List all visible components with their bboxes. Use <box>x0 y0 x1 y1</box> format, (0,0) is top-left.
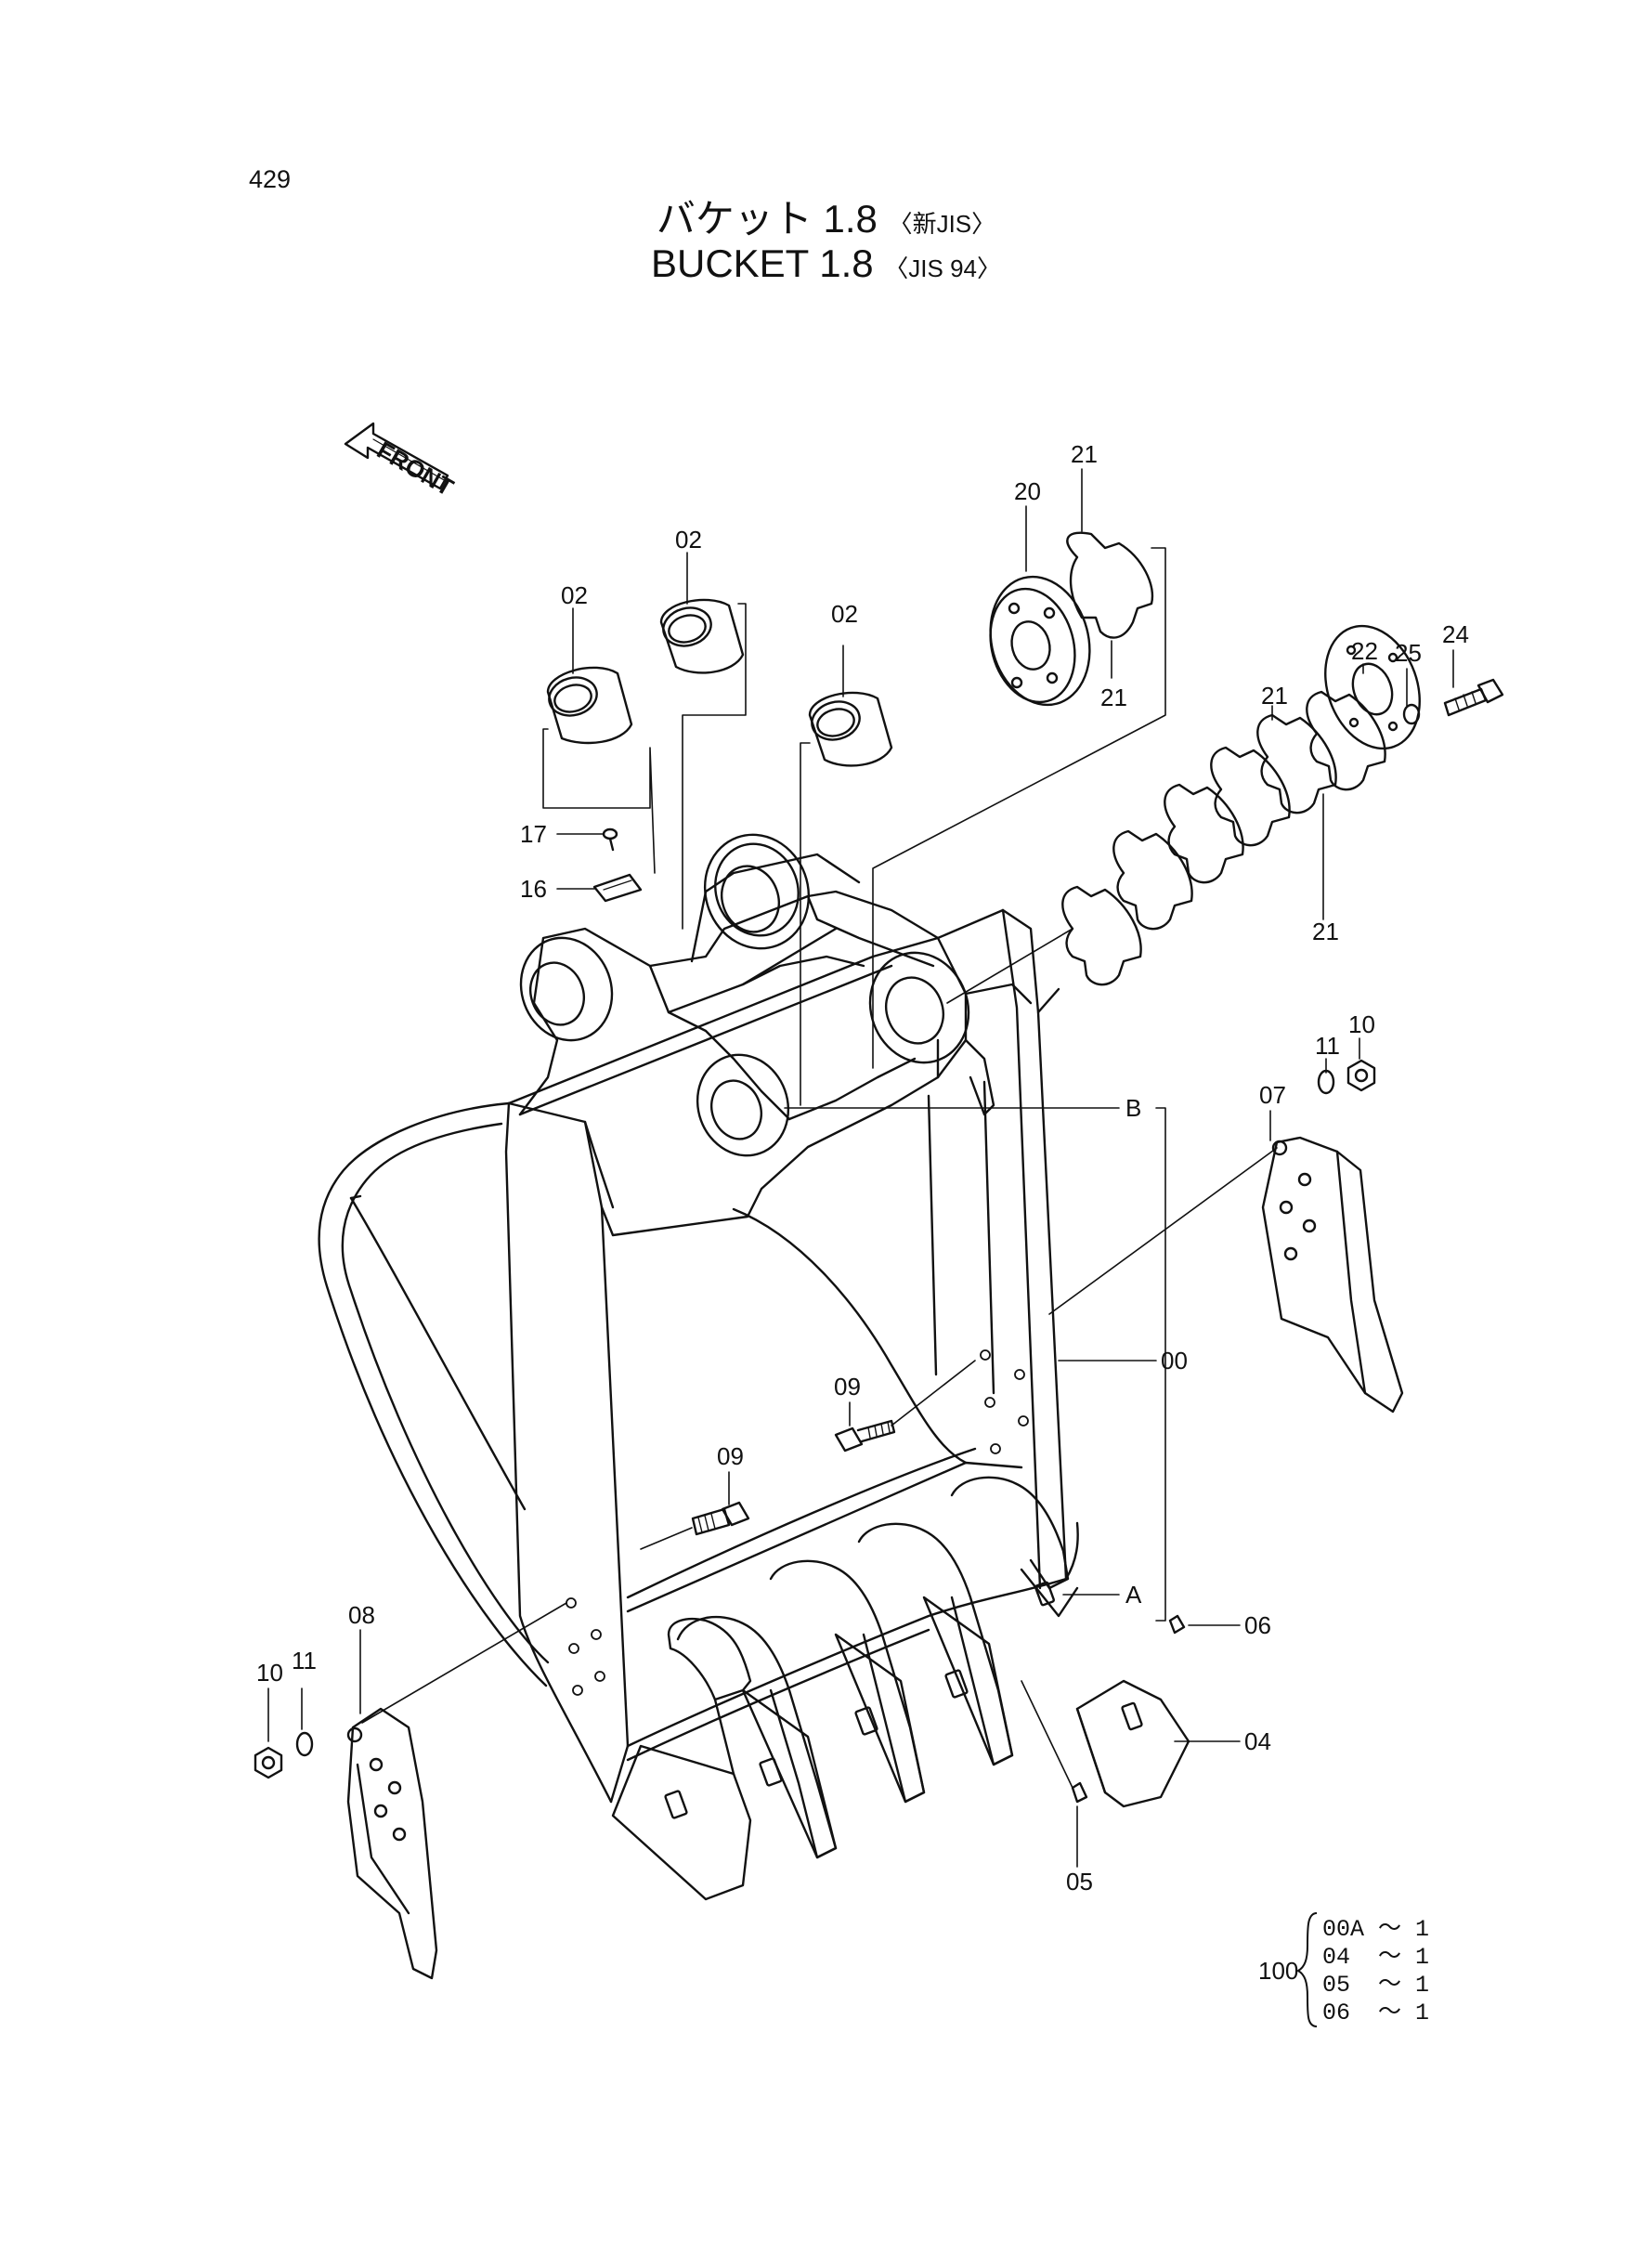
callout-16: 16 <box>520 875 547 903</box>
callout-02-right: 02 <box>831 600 858 628</box>
callout-04: 04 <box>1244 1727 1271 1755</box>
title-japanese: バケット 1.8 〈新JIS〉 <box>0 188 1652 244</box>
shim-21-stack <box>1061 690 1386 986</box>
bucket-teeth <box>611 1476 1079 1901</box>
callout-09-lower: 09 <box>717 1442 744 1470</box>
bushing-02-left <box>546 666 633 745</box>
tooth-point-exploded <box>1071 1614 1190 1808</box>
callout-07: 07 <box>1259 1081 1286 1109</box>
kit-note: 100 00A ～ 1 04 ～ 1 05 ～ 1 06 ～ 1 <box>1258 1912 1429 2027</box>
callout-21-stack-top: 21 <box>1261 682 1288 710</box>
bushing-02-right <box>808 691 893 767</box>
pin-boss-front <box>696 1053 790 1157</box>
leader-lines <box>267 468 1454 1868</box>
tooth-3 <box>769 1559 926 1804</box>
title-english-standard: 〈JIS 94〉 <box>884 254 1002 282</box>
kit-item-4: 06 ～ 1 <box>1322 2000 1429 2026</box>
callout-22: 22 <box>1351 637 1378 665</box>
callout-02-middle: 02 <box>675 526 702 554</box>
nut-left <box>254 1746 283 1779</box>
side-plate-holes <box>566 1349 1029 1696</box>
shim-21-top <box>1066 531 1154 639</box>
callout-11-left: 11 <box>292 1647 317 1674</box>
washer-right <box>1317 1069 1335 1095</box>
callout-05: 05 <box>1066 1868 1093 1896</box>
screw-17 <box>602 827 618 852</box>
title-japanese-text: バケット 1.8 <box>656 197 878 241</box>
kit-item-3: 05 ～ 1 <box>1322 1972 1429 1999</box>
callout-21-mid: 21 <box>1100 684 1127 711</box>
callout-00: 00 <box>1161 1347 1188 1375</box>
bucket-bracket <box>518 853 1033 1237</box>
callout-06: 06 <box>1244 1611 1271 1639</box>
tooth-5 <box>950 1476 1079 1618</box>
nut-right <box>1346 1059 1376 1092</box>
kit-item-2: 04 ～ 1 <box>1322 1944 1429 1971</box>
title-english: BUCKET 1.8 〈JIS 94〉 <box>0 241 1652 286</box>
bolt-24 <box>1443 678 1504 717</box>
callout-02-left: 02 <box>561 581 588 609</box>
callout-10-right: 10 <box>1348 1010 1375 1038</box>
callout-20: 20 <box>1014 477 1041 505</box>
boss-cap-20 <box>989 575 1091 707</box>
pin-boss-left <box>519 936 614 1042</box>
callout-A: A <box>1125 1581 1142 1609</box>
kit-item-1: 00A ～ 1 <box>1322 1916 1429 1943</box>
callout-11-right: 11 <box>1315 1032 1340 1060</box>
callout-21-stack-bottom: 21 <box>1312 918 1339 945</box>
bolt-09-lower <box>691 1501 750 1536</box>
kit-number: 100 <box>1258 1957 1298 1985</box>
washer-25 <box>1402 703 1421 725</box>
page-number: 429 <box>249 165 292 193</box>
callout-08: 08 <box>348 1601 375 1629</box>
tooth-4 <box>857 1522 1014 1766</box>
tooth-1 <box>611 1617 752 1901</box>
callout-B: B <box>1125 1094 1141 1122</box>
side-cutter-right <box>1261 1136 1404 1414</box>
callout-21-top: 21 <box>1071 440 1098 468</box>
callout-25: 25 <box>1395 639 1422 667</box>
title-english-text: BUCKET 1.8 <box>650 241 874 285</box>
washer-left <box>295 1731 314 1757</box>
bolt-09-upper <box>834 1419 896 1453</box>
callout-24: 24 <box>1442 620 1469 648</box>
pin-boss-upper <box>703 833 811 950</box>
plate-16 <box>592 873 643 903</box>
side-cutter-left <box>346 1707 438 1980</box>
callout-17: 17 <box>520 820 547 848</box>
callout-labels: 02 02 02 20 21 21 21 21 22 25 24 17 16 0… <box>256 440 1469 1896</box>
callout-10-left: 10 <box>256 1659 283 1687</box>
bucket-body <box>318 908 1079 1804</box>
title-japanese-standard: 〈新JIS〉 <box>888 210 996 238</box>
bushing-02-middle <box>659 598 745 674</box>
tooth-2 <box>676 1615 838 1859</box>
front-arrow-label: FRONT <box>372 436 459 502</box>
front-arrow-icon <box>344 422 449 490</box>
callout-09-upper: 09 <box>834 1373 861 1401</box>
pin-boss-right <box>868 951 970 1064</box>
plate-22 <box>1324 624 1421 750</box>
